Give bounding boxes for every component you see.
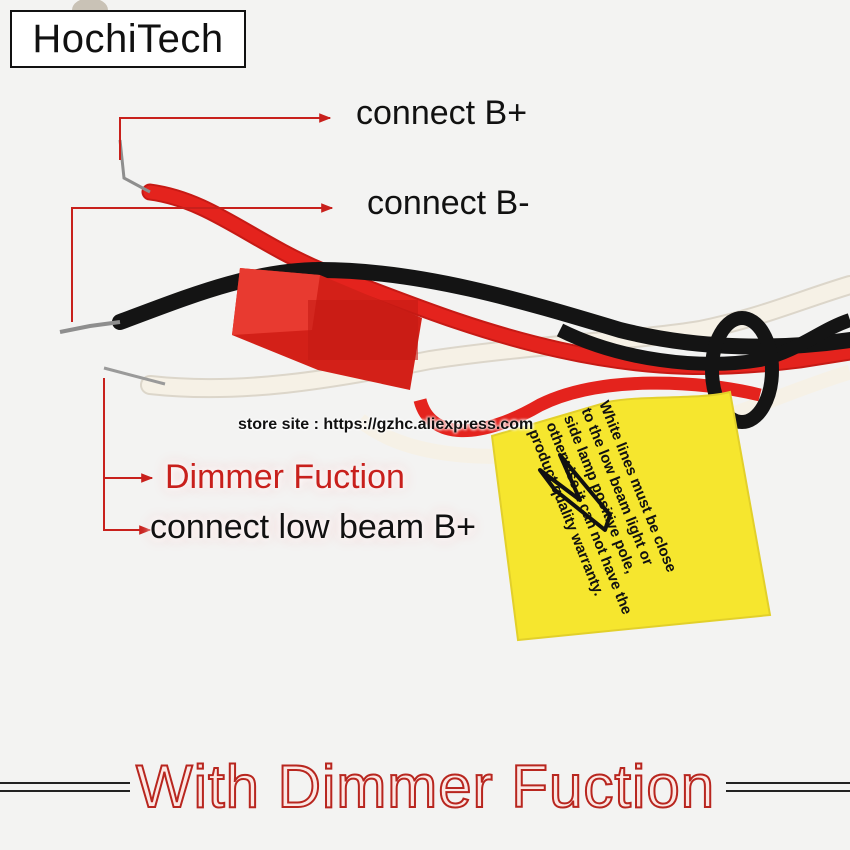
black-wire <box>112 261 850 355</box>
label-dimmer-function: Dimmer Fuction <box>165 458 405 496</box>
arrow-connect-b-plus <box>119 113 332 160</box>
brand-logo: HochiTech <box>10 10 246 68</box>
lightning-icon <box>538 453 612 532</box>
white-wire-tip <box>103 366 166 386</box>
store-site-watermark: store site : https://gzhc.aliexpress.com <box>238 416 534 433</box>
label-connect-b-plus: connect B+ <box>356 94 528 132</box>
red-wire-loop <box>413 376 762 438</box>
red-connector <box>232 268 422 390</box>
label-connect-b-minus: connect B- <box>367 184 530 222</box>
arrow-low-beam <box>103 378 152 535</box>
label-connect-low-beam: connect low beam B+ <box>150 508 477 546</box>
black-wire-loop <box>705 311 779 429</box>
black-wire-tip <box>59 320 121 334</box>
arrow-connect-b-minus <box>71 203 334 322</box>
warning-label <box>490 390 772 642</box>
footer-title: With Dimmer Fuction <box>135 752 716 821</box>
black-wire-2 <box>556 313 850 371</box>
red-wire-tip <box>118 139 151 194</box>
